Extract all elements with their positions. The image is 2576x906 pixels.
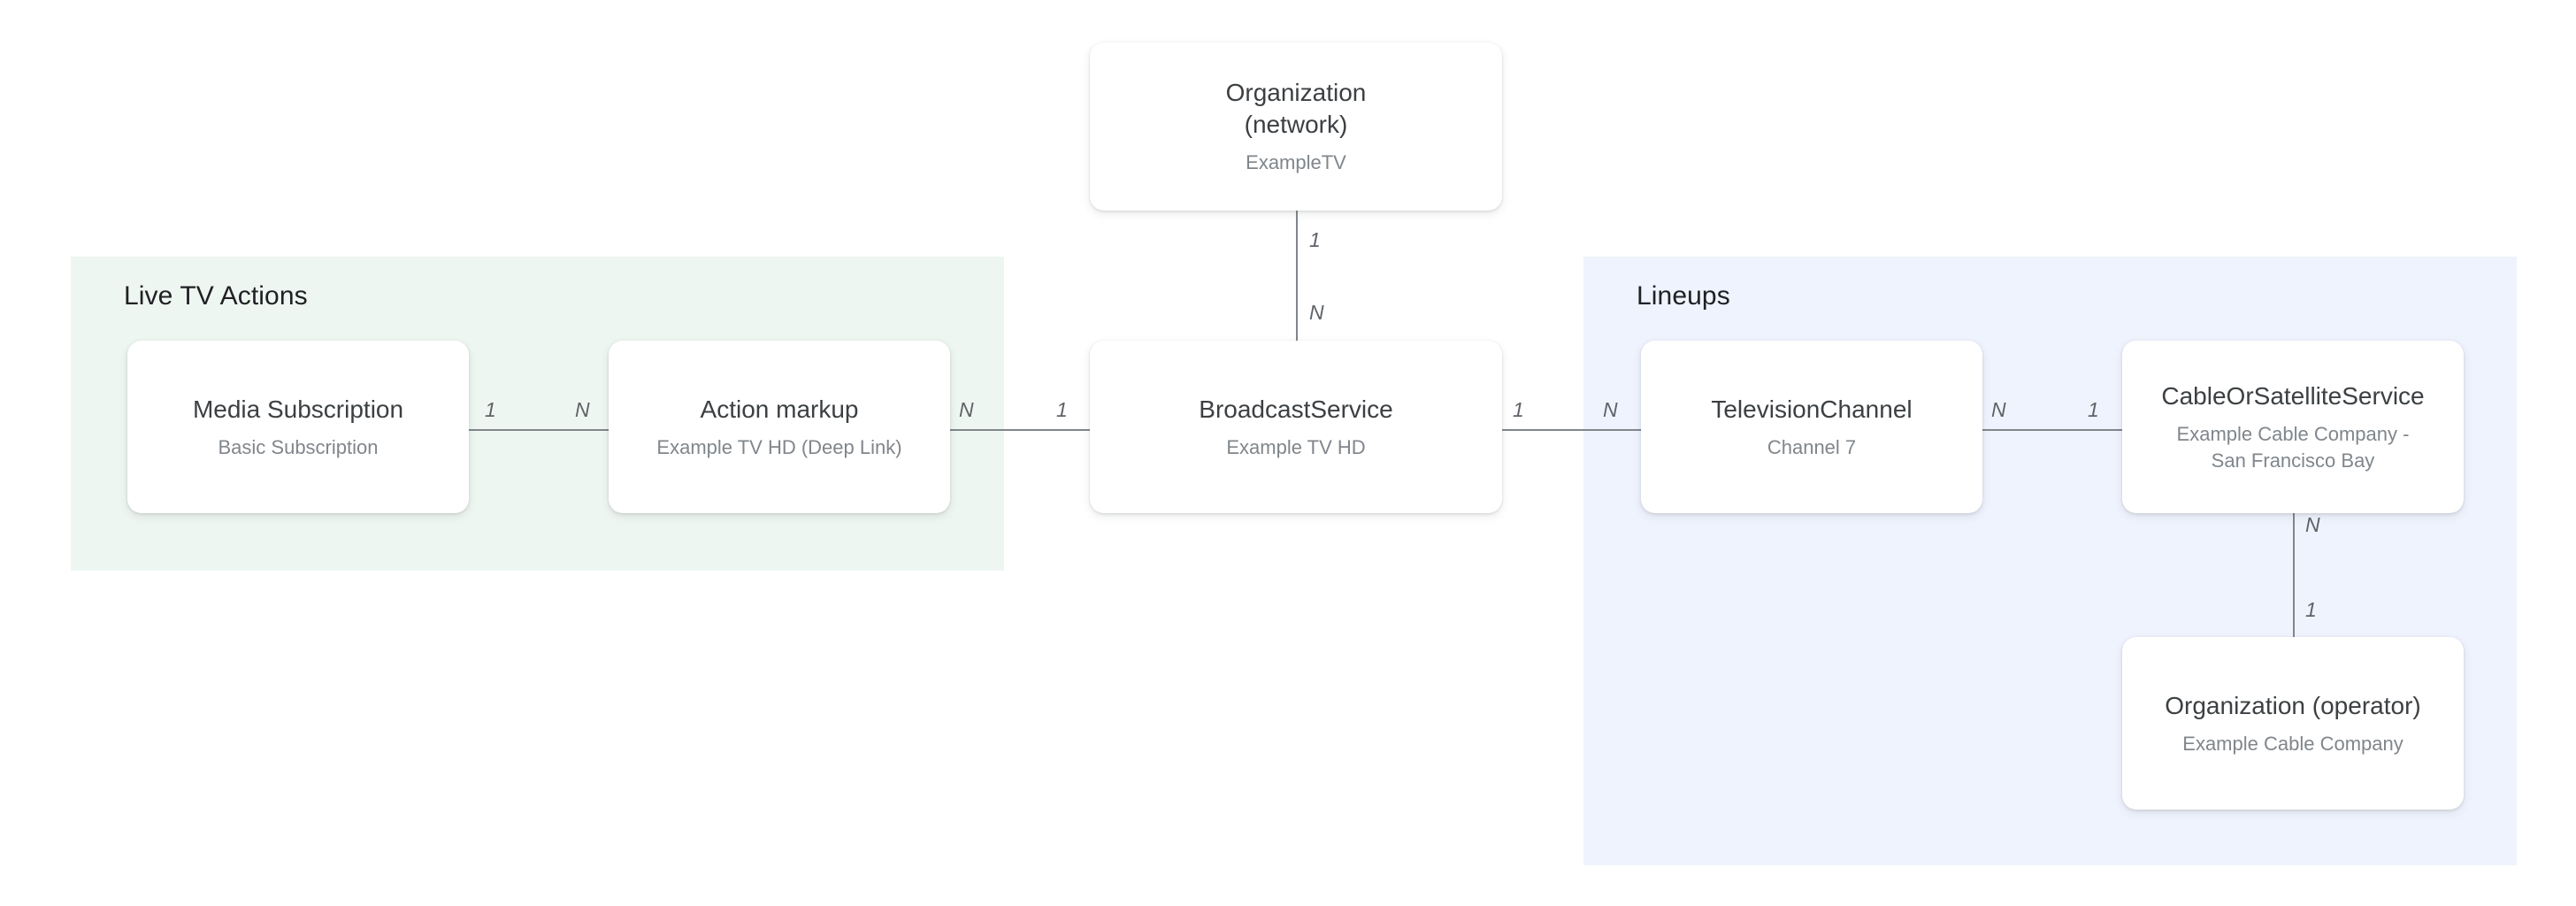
node-card-organization-operator[interactable]: Organization (operator) Example Cable Com… <box>2122 637 2464 810</box>
node-title: CableOrSatelliteService <box>2161 381 2425 410</box>
edge-cable-or-satellite-service-to-organization-operator <box>2293 513 2295 637</box>
cardinality-label: N <box>959 398 974 421</box>
edge-organization-network-to-broadcast-service <box>1296 211 1298 341</box>
cardinality-label: 1 <box>1513 398 1524 421</box>
cardinality-label: 1 <box>1309 228 1321 251</box>
node-subtitle: Channel 7 <box>1767 435 1857 458</box>
cardinality-label: N <box>1991 398 2006 421</box>
node-title: TelevisionChannel <box>1711 395 1913 423</box>
group-title-lineups: Lineups <box>1637 281 1730 311</box>
node-subtitle: ExampleTV <box>1246 151 1346 173</box>
node-title: Organization (operator) <box>2165 691 2421 719</box>
edge-broadcast-service-to-television-channel <box>1502 429 1641 431</box>
edge-action-markup-to-broadcast-service <box>950 429 1090 431</box>
node-subtitle: Example TV HD (Deep Link) <box>656 435 902 458</box>
cardinality-label: 1 <box>485 398 496 421</box>
node-subtitle: Example Cable Company <box>2182 732 2404 755</box>
node-card-organization-network[interactable]: Organization (network) ExampleTV <box>1090 42 1502 211</box>
node-subtitle: Example Cable Company - San Francisco Ba… <box>2176 422 2410 472</box>
node-title: BroadcastService <box>1199 395 1393 423</box>
cardinality-label: N <box>2305 513 2320 536</box>
node-title: Organization (network) <box>1225 79 1367 138</box>
edge-media-subscription-to-action-markup <box>469 429 609 431</box>
node-title: Action markup <box>700 395 859 423</box>
node-subtitle: Example TV HD <box>1226 435 1366 458</box>
cardinality-label: 1 <box>2305 598 2317 621</box>
cardinality-label: N <box>1309 301 1324 324</box>
node-title: Media Subscription <box>192 395 404 423</box>
node-subtitle: Basic Subscription <box>218 435 379 458</box>
cardinality-label: N <box>1603 398 1618 421</box>
cardinality-label: N <box>575 398 590 421</box>
group-title-live-tv-actions: Live TV Actions <box>124 281 308 311</box>
cardinality-label: 1 <box>2088 398 2099 421</box>
edge-television-channel-to-cable-or-satellite-service <box>1982 429 2122 431</box>
cardinality-label: 1 <box>1056 398 1068 421</box>
